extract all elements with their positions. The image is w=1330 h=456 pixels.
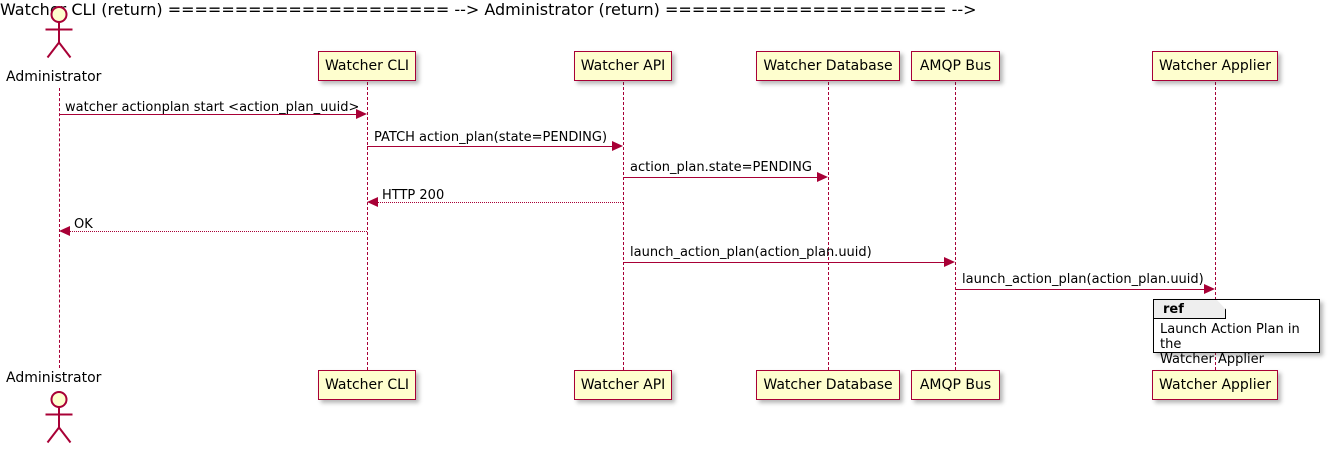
participant-watcher-api-bottom[interactable]: Watcher API xyxy=(574,370,672,400)
lifeline-watcher-cli xyxy=(367,82,368,370)
lifeline-watcher-database xyxy=(828,82,829,370)
message-label-2: action_plan.state=PENDING xyxy=(630,160,812,175)
participant-watcher-database-bottom[interactable]: Watcher Database xyxy=(756,370,900,400)
participant-amqp-bus-top[interactable]: AMQP Bus xyxy=(911,51,1000,81)
actor-stick-figure-icon xyxy=(45,391,73,444)
message-label-4: OK xyxy=(74,217,93,232)
message-line-2 xyxy=(623,177,817,178)
ref-fragment-body: Launch Action Plan in the Watcher Applie… xyxy=(1160,322,1300,367)
message-line-5 xyxy=(623,262,944,263)
actor-administrator-top xyxy=(36,4,82,62)
actor-administrator-bottom xyxy=(36,389,82,447)
message-arrowhead-3 xyxy=(367,197,378,207)
message-arrowhead-4 xyxy=(59,226,70,236)
message-arrowhead-6 xyxy=(1204,284,1215,294)
participant-watcher-applier-top[interactable]: Watcher Applier xyxy=(1152,51,1278,81)
lifeline-amqp-bus xyxy=(955,82,956,370)
message-line-1 xyxy=(367,146,612,147)
message-label-6: launch_action_plan(action_plan.uuid) xyxy=(962,272,1204,287)
message-arrowhead-2 xyxy=(817,172,828,182)
lifeline-watcher-api xyxy=(623,82,624,370)
ref-fragment-tab: ref xyxy=(1154,300,1226,319)
lifeline-watcher-applier xyxy=(1215,82,1216,370)
message-line-0 xyxy=(59,114,356,115)
message-line-3 xyxy=(378,202,623,203)
participant-watcher-applier-bottom[interactable]: Watcher Applier xyxy=(1152,370,1278,400)
message-label-5: launch_action_plan(action_plan.uuid) xyxy=(630,245,872,260)
message-arrowhead-1 xyxy=(612,141,623,151)
message-label-1: PATCH action_plan(state=PENDING) xyxy=(374,130,608,145)
message-label-0: watcher actionplan start <action_plan_uu… xyxy=(65,100,360,115)
actor-label-administrator-bottom: Administrator xyxy=(6,370,102,386)
message-line-4 xyxy=(70,231,367,232)
actor-stick-figure-icon xyxy=(45,6,73,59)
participant-watcher-cli-bottom[interactable]: Watcher CLI xyxy=(318,370,416,400)
actor-label-administrator-top: Administrator xyxy=(6,69,102,85)
participant-watcher-database-top[interactable]: Watcher Database xyxy=(756,51,900,81)
participant-amqp-bus-bottom[interactable]: AMQP Bus xyxy=(911,370,1000,400)
ref-fragment: ref Launch Action Plan in the Watcher Ap… xyxy=(1153,299,1320,367)
message-label-3: HTTP 200 xyxy=(382,188,445,203)
message-arrowhead-0 xyxy=(356,109,367,119)
participant-watcher-api-top[interactable]: Watcher API xyxy=(574,51,672,81)
message-arrowhead-5 xyxy=(944,257,955,267)
message-line-6 xyxy=(955,289,1204,290)
participant-watcher-cli-top[interactable]: Watcher CLI xyxy=(318,51,416,81)
